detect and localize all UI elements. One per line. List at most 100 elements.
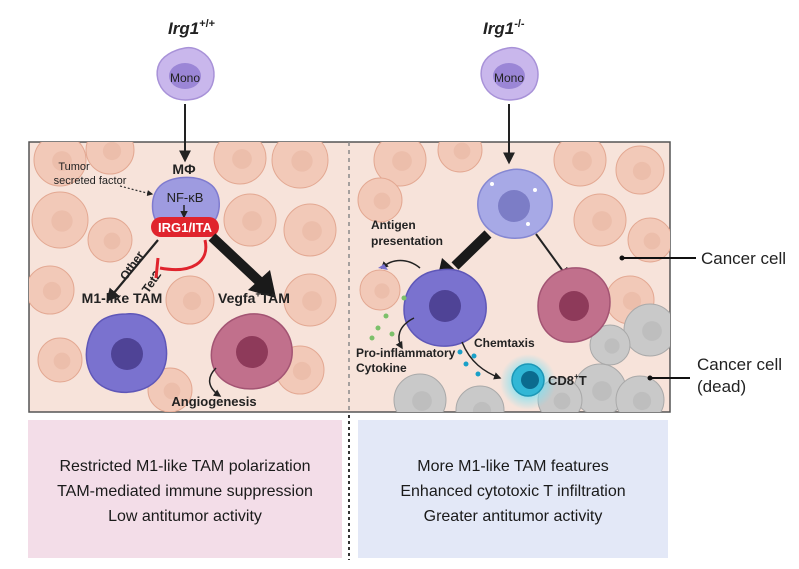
background-cell bbox=[455, 385, 505, 412]
background-cell-nucleus bbox=[242, 211, 262, 231]
background-cell bbox=[589, 324, 631, 366]
background-cell-nucleus bbox=[163, 382, 181, 400]
background-cell bbox=[553, 142, 607, 187]
right-vegfa-tam-cell bbox=[537, 267, 611, 343]
background-cell-nucleus bbox=[572, 151, 592, 171]
background-cell bbox=[85, 142, 135, 175]
background-cell bbox=[147, 367, 193, 412]
summary-left-box: Restricted M1-like TAM polarization TAM-… bbox=[28, 420, 342, 558]
background-cell bbox=[359, 269, 401, 311]
tumor-factor-line1: Tumor bbox=[58, 161, 90, 173]
left-mono-label: Mono bbox=[170, 71, 200, 85]
background-cell-nucleus bbox=[632, 161, 652, 181]
background-cell-nucleus bbox=[642, 321, 662, 341]
angiogenesis-arrow bbox=[208, 367, 222, 397]
background-cell bbox=[393, 373, 447, 412]
background-cell bbox=[357, 177, 403, 223]
right-monocyte: Mono bbox=[480, 46, 539, 101]
cytokine-arrow bbox=[395, 317, 415, 350]
chemotaxis-arrow bbox=[461, 341, 502, 380]
m1-tam-cell bbox=[85, 313, 168, 393]
background-cell bbox=[223, 193, 277, 247]
background-cell-nucleus bbox=[53, 352, 71, 370]
background-cell bbox=[31, 191, 89, 249]
background-cell bbox=[573, 193, 627, 247]
background-cell-nucleus bbox=[373, 192, 391, 210]
vegfa-tam-cell bbox=[210, 313, 293, 390]
background-cell-nucleus bbox=[42, 281, 62, 301]
summary-left-line-1: Restricted M1-like TAM polarization bbox=[59, 458, 311, 475]
cd8-label: CD8+T bbox=[548, 372, 587, 388]
irg1-label: IRG1/ITA bbox=[158, 220, 213, 235]
right-m1-tam-cell bbox=[403, 268, 487, 347]
background-cell bbox=[623, 303, 670, 357]
cd8-t-cell bbox=[500, 354, 556, 410]
background-cell bbox=[87, 217, 133, 263]
background-cell-nucleus bbox=[643, 232, 661, 250]
angiogenesis-label: Angiogenesis bbox=[171, 394, 256, 409]
background-cell bbox=[283, 203, 337, 257]
right-genotype: Irg1-/- bbox=[483, 18, 525, 38]
summary-right-box: More M1-like TAM features Enhanced cytot… bbox=[358, 420, 668, 558]
cancer-cell-label: Cancer cell bbox=[701, 249, 786, 268]
background-cell bbox=[37, 337, 83, 383]
left-genotype: Irg1+/+ bbox=[168, 18, 215, 38]
vegfa-tam-label: Vegfa+TAM bbox=[218, 289, 290, 306]
background-cell bbox=[213, 142, 267, 185]
background-cell bbox=[615, 375, 665, 412]
background-cell-nucleus bbox=[51, 210, 73, 232]
background-cell-nucleus bbox=[102, 142, 122, 161]
chemotaxis-label: Chemtaxis bbox=[474, 336, 535, 350]
background-cell-nucleus bbox=[604, 338, 620, 354]
summary-right-line-1: More M1-like TAM features bbox=[417, 458, 609, 475]
background-cell bbox=[627, 217, 670, 263]
right-mono-label: Mono bbox=[494, 71, 524, 85]
background-cell-nucleus bbox=[291, 150, 313, 172]
background-cell-nucleus bbox=[592, 381, 612, 401]
background-cell-nucleus bbox=[302, 221, 322, 241]
chemokine-dots bbox=[457, 349, 481, 377]
background-cell-nucleus bbox=[392, 151, 412, 171]
background-cell-nucleus bbox=[182, 291, 202, 311]
background-cell-nucleus bbox=[374, 283, 390, 299]
antigen-line1: Antigen bbox=[371, 218, 416, 232]
tumor-cell-background bbox=[29, 142, 670, 412]
background-cell-nucleus bbox=[553, 392, 571, 410]
background-cell bbox=[271, 142, 329, 189]
right-macrophage bbox=[477, 168, 553, 239]
background-cell-nucleus bbox=[412, 391, 432, 411]
background-cell bbox=[373, 142, 427, 187]
dead-cell-label-line2: (dead) bbox=[697, 377, 746, 396]
antigen-line2: presentation bbox=[371, 234, 443, 248]
macrophage-label: MΦ bbox=[172, 161, 196, 177]
vegfa-arrow bbox=[208, 233, 266, 288]
tet2-inhibit bbox=[159, 239, 208, 271]
summary-left-line-3: Low antitumor activity bbox=[108, 508, 262, 525]
background-cell bbox=[29, 265, 75, 315]
vegfa-arrow-head bbox=[248, 270, 276, 298]
tumor-factor-line2: secreted factor bbox=[54, 175, 127, 187]
nfkb-label: NF-κB bbox=[167, 190, 204, 205]
left-monocyte: Mono bbox=[156, 46, 215, 101]
background-cell-nucleus bbox=[632, 391, 652, 411]
cytokine-line1: Pro-inflammatory bbox=[356, 346, 456, 360]
background-cell bbox=[615, 145, 665, 195]
m1-tam-label: M1-like TAM bbox=[82, 290, 163, 306]
background-cell-nucleus bbox=[232, 149, 252, 169]
background-cell-nucleus bbox=[52, 151, 72, 171]
background-cell bbox=[165, 275, 215, 325]
background-cell-nucleus bbox=[592, 211, 612, 231]
background-cell-nucleus bbox=[472, 401, 492, 412]
other-arrow bbox=[106, 239, 159, 303]
background-cell bbox=[283, 273, 337, 327]
tet2-inhibit-bar bbox=[154, 257, 160, 279]
summary-left-line-2: TAM-mediated immune suppression bbox=[57, 483, 313, 500]
background-cell bbox=[437, 142, 483, 173]
summary-right-line-3: Greater antitumor activity bbox=[423, 508, 603, 525]
cytokine-line2: Cytokine bbox=[356, 361, 407, 375]
cytokine-dots bbox=[369, 295, 407, 341]
background-cell-nucleus bbox=[622, 291, 642, 311]
dead-cell-label-line1: Cancer cell bbox=[697, 355, 782, 374]
background-cell-nucleus bbox=[302, 291, 322, 311]
